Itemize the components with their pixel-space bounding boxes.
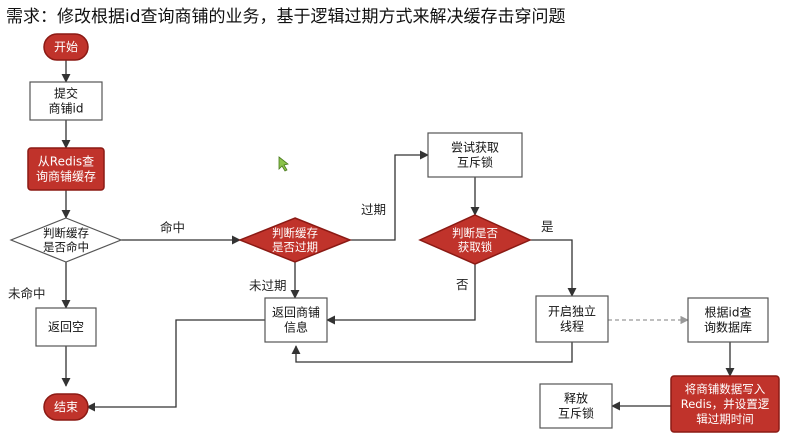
edge-newthread-returninfo: [291, 342, 573, 363]
write-redis-line-3: 辑过期时间: [696, 412, 754, 426]
node-query-db-label: 根据id查询数据库: [704, 306, 752, 335]
release-lock-line-1: 释放: [564, 391, 588, 406]
node-hit-check-label: 判断缓存是否命中: [43, 226, 89, 254]
mouse-cursor-icon: [278, 156, 289, 172]
node-query-db: 根据id查询数据库: [687, 297, 769, 343]
edge-lockcheck-returninfo: [326, 262, 476, 325]
lock-check-line-2: 获取锁: [458, 240, 493, 254]
node-hit-check: 判断缓存是否命中: [9, 217, 123, 263]
query-redis-line-1: 从Redis查: [38, 155, 94, 169]
page-title: 需求：修改根据id查询商铺的业务，基于逻辑过期方式来解决缓存击穿问题: [6, 7, 566, 27]
edge-lockcheck-newthread: [530, 239, 577, 297]
edge-label-miss: 未命中: [8, 286, 46, 301]
submit-line-2: 商铺id: [49, 101, 84, 116]
return-empty-line-1: 返回空: [48, 320, 84, 334]
release-lock-line-2: 互斥锁: [558, 406, 594, 421]
return-info-line-1: 返回商铺: [272, 305, 320, 320]
query-db-line-1: 根据id查: [705, 306, 752, 320]
edge-label-yes: 是: [541, 219, 554, 234]
node-new-thread: 开启独立线程: [535, 295, 609, 343]
node-release-lock-label: 释放互斥锁: [558, 391, 594, 421]
node-lock-check-label: 判断是否获取锁: [452, 226, 498, 254]
return-info-line-2: 信息: [284, 320, 308, 335]
end-line-1: 结束: [54, 400, 78, 414]
node-submit-label: 提交商铺id: [49, 86, 84, 116]
new-thread-line-1: 开启独立: [548, 304, 596, 319]
edge-label-group: 命中 未命中 过期 未过期 是 否: [8, 202, 554, 301]
node-release-lock: 释放互斥锁: [539, 383, 613, 429]
query-redis-line-2: 询商铺缓存: [36, 169, 96, 184]
hit-check-line-1: 判断缓存: [43, 226, 89, 240]
edges: [61, 60, 735, 412]
node-end: 结束: [43, 393, 89, 421]
node-return-empty: 返回空: [35, 307, 97, 347]
node-start-label: 开始: [54, 40, 78, 54]
hit-check-line-2: 是否命中: [43, 240, 89, 254]
new-thread-line-2: 线程: [560, 319, 584, 334]
lock-check-line-1: 判断是否: [452, 226, 498, 240]
start-line-1: 开始: [54, 40, 78, 54]
expire-check-line-1: 判断缓存: [272, 226, 318, 240]
node-start: 开始: [43, 33, 89, 61]
edge-label-hit: 命中: [160, 220, 185, 235]
edge-label-no: 否: [456, 277, 469, 292]
edge-returninfo-end: [86, 319, 265, 412]
try-lock-line-1: 尝试获取: [451, 140, 499, 155]
edge-expirecheck-trylock: [350, 150, 429, 241]
node-try-lock-label: 尝试获取互斥锁: [451, 140, 499, 170]
node-submit: 提交商铺id: [29, 81, 103, 121]
edge-label-expired: 过期: [361, 202, 386, 217]
node-expire-check-label: 判断缓存是否过期: [272, 226, 318, 254]
node-expire-check: 判断缓存是否过期: [237, 217, 353, 263]
query-db-line-2: 询数据库: [704, 320, 752, 335]
node-end-label: 结束: [54, 400, 78, 414]
node-new-thread-label: 开启独立线程: [548, 304, 596, 334]
try-lock-line-2: 互斥锁: [457, 155, 493, 170]
node-query-redis: 从Redis查询商铺缓存: [27, 147, 105, 191]
write-redis-line-1: 将商铺数据写入: [685, 382, 766, 396]
node-return-info-label: 返回商铺信息: [272, 305, 320, 335]
write-redis-line-2: Redis，并设置逻: [681, 397, 770, 411]
node-return-empty-label: 返回空: [48, 320, 84, 334]
submit-line-1: 提交: [54, 86, 78, 101]
node-try-lock: 尝试获取互斥锁: [427, 132, 523, 178]
node-lock-check: 判断是否获取锁: [418, 214, 532, 265]
edge-label-not-expired: 未过期: [249, 278, 287, 293]
node-return-info: 返回商铺信息: [264, 297, 328, 343]
expire-check-line-2: 是否过期: [272, 240, 318, 254]
node-query-redis-label: 从Redis查询商铺缓存: [36, 155, 96, 184]
